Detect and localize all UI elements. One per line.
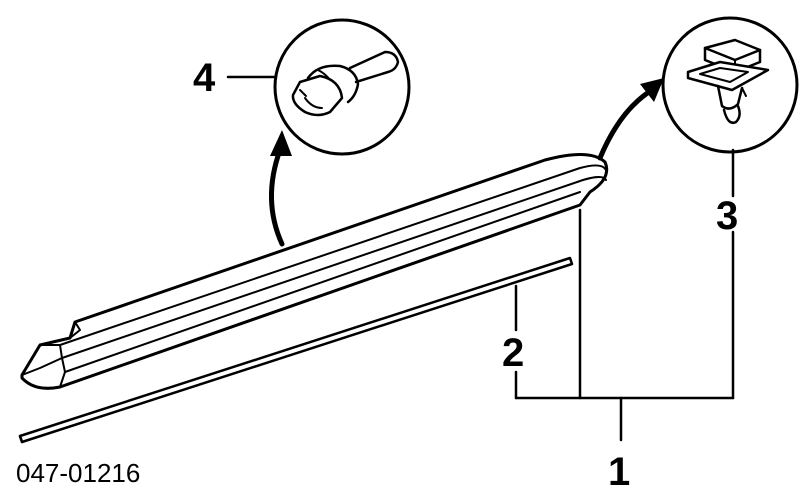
lower-trim-strip — [18, 256, 574, 444]
callout-3: 3 — [716, 194, 739, 238]
arrowhead-clip — [640, 78, 664, 102]
arrowhead-pin — [270, 130, 292, 156]
callout-4: 4 — [193, 56, 216, 100]
push-pin-detail — [273, 18, 411, 156]
part-number: 047-01216 — [16, 458, 141, 488]
callout-2: 2 — [502, 331, 525, 375]
callout-1: 1 — [608, 450, 631, 494]
side-molding — [20, 152, 609, 390]
arrow-to-pin — [269, 147, 285, 247]
clip-detail — [661, 16, 799, 154]
leader-lines — [226, 75, 735, 442]
arrow-to-clip — [597, 87, 655, 161]
